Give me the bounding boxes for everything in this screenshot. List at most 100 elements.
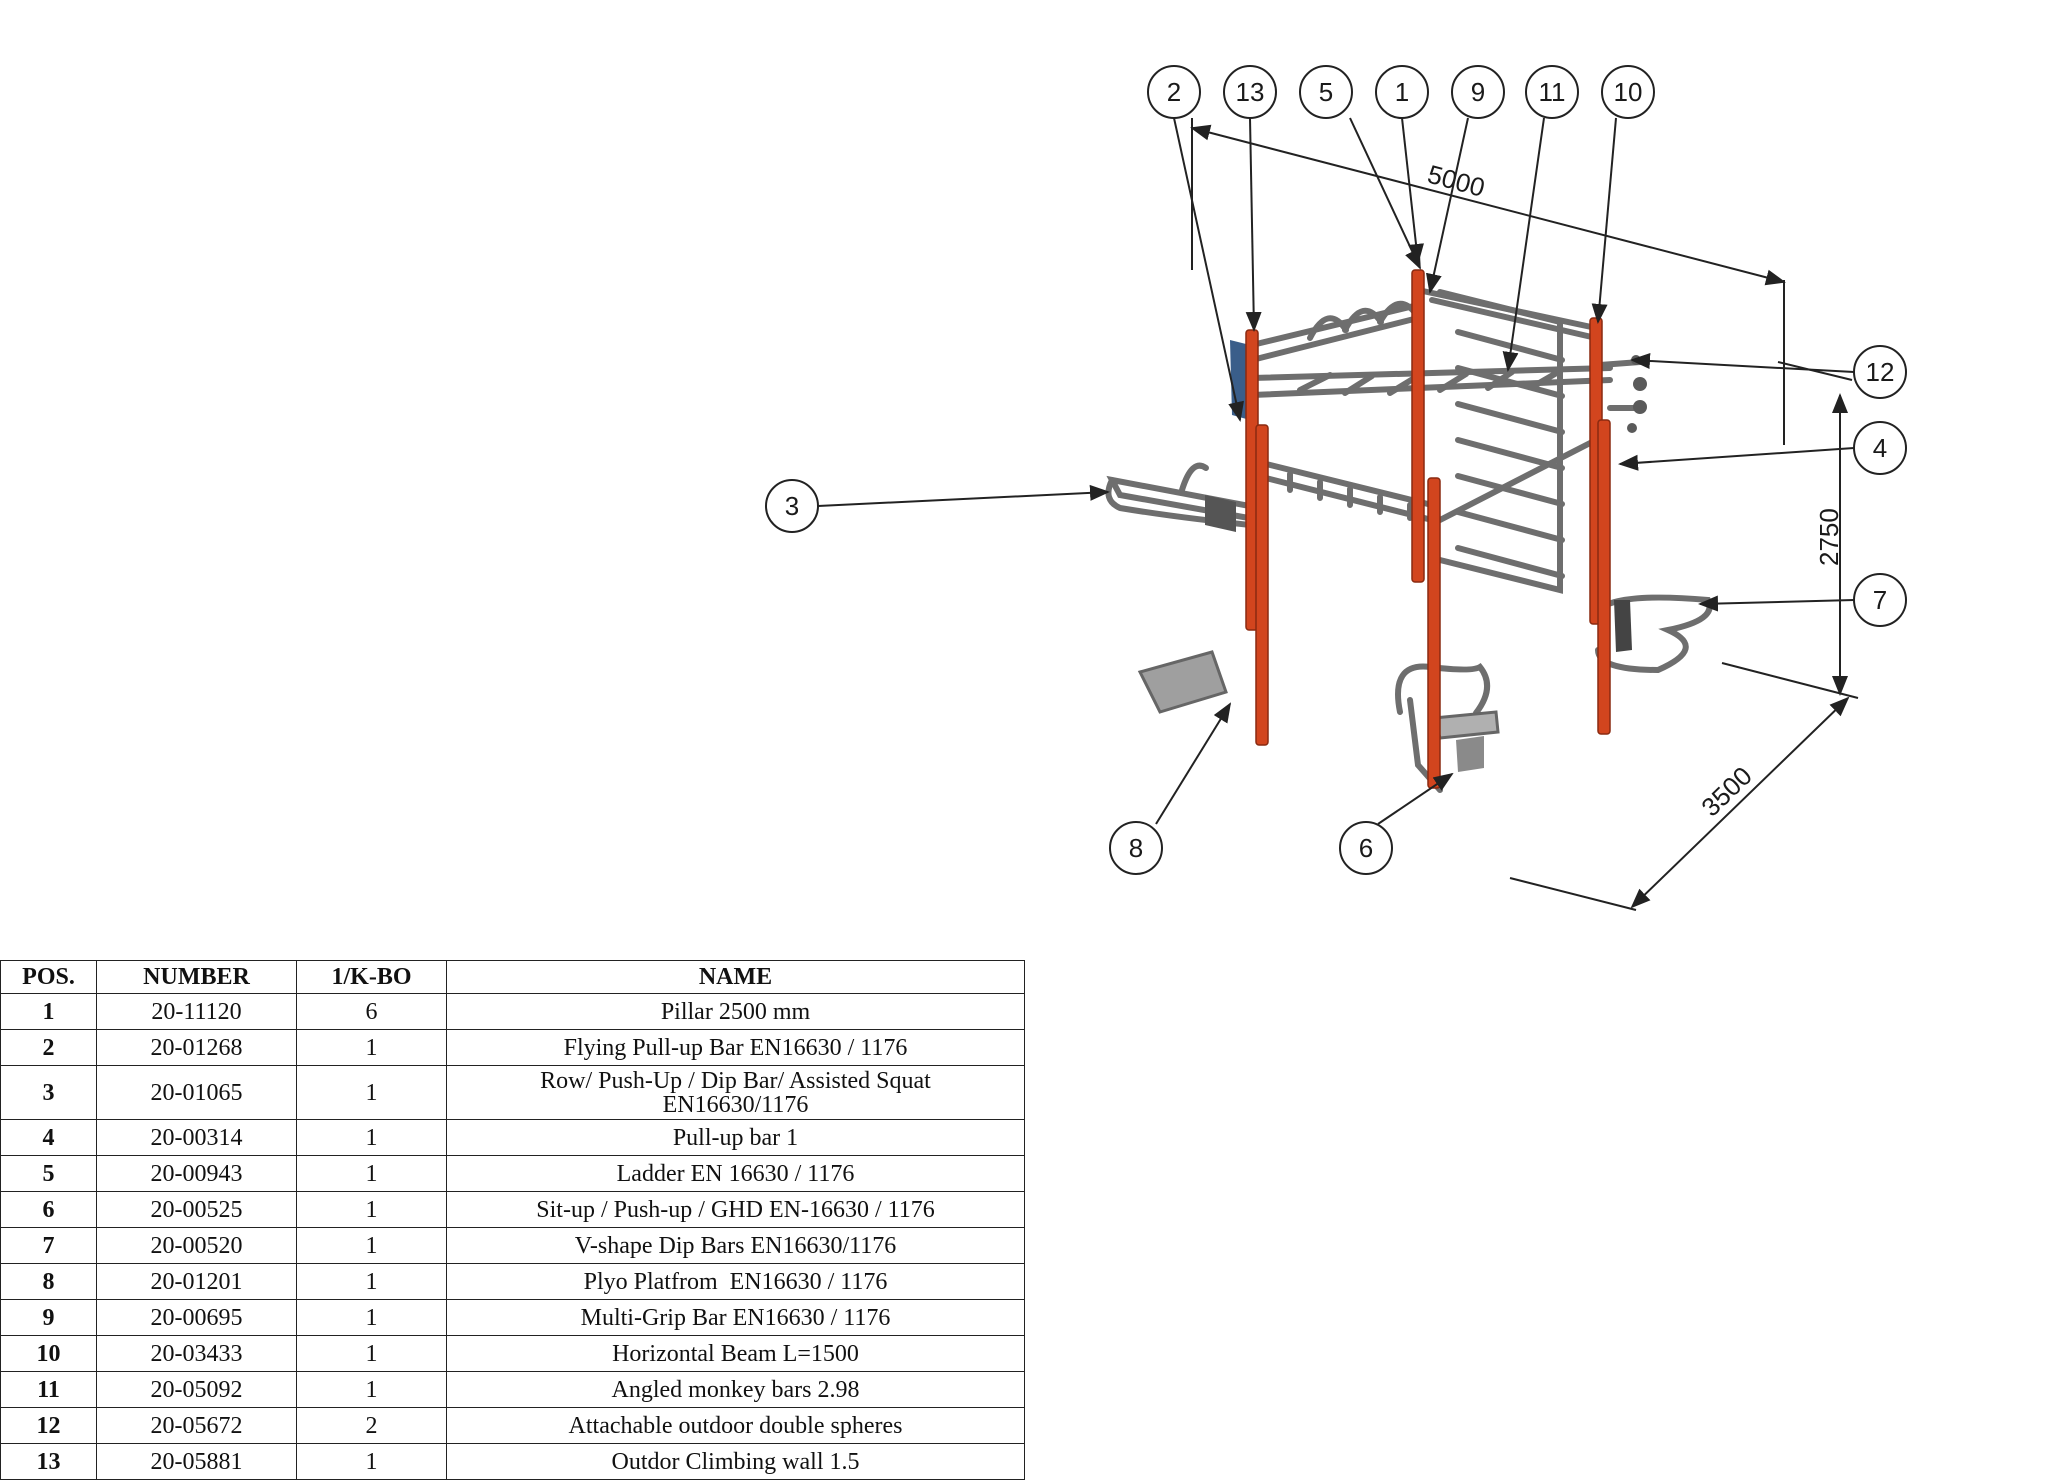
double-spheres (1627, 355, 1647, 433)
callout-13-label: 13 (1236, 77, 1265, 107)
cell-number: 20-01065 (96, 1065, 297, 1120)
table-header-row: POS. NUMBER 1/K-BO NAME (0, 960, 1025, 994)
cell-qty: 1 (296, 1191, 447, 1228)
cell-number: 20-00520 (96, 1227, 297, 1264)
callout-1: 1 (1375, 65, 1429, 119)
callout-5-label: 5 (1319, 77, 1333, 107)
pads (1137, 340, 1632, 772)
callout-8-label: 8 (1129, 833, 1143, 863)
cell-name: Multi-Grip Bar EN16630 / 1176 (446, 1299, 1025, 1336)
callout-7: 7 (1853, 573, 1907, 627)
cell-name: V-shape Dip Bars EN16630/1176 (446, 1227, 1025, 1264)
dimension-lines (1190, 118, 1859, 911)
cell-pos: 8 (0, 1263, 97, 1300)
cell-qty: 1 (296, 1299, 447, 1336)
callout-9-label: 9 (1471, 77, 1485, 107)
cell-pos: 13 (0, 1443, 97, 1480)
callout-1-label: 1 (1395, 77, 1409, 107)
cell-name: Horizontal Beam L=1500 (446, 1335, 1025, 1372)
cell-qty: 6 (296, 993, 447, 1030)
cell-qty: 1 (296, 1155, 447, 1192)
cell-name: Pillar 2500 mm (446, 993, 1025, 1030)
leader-lines (817, 117, 1855, 825)
callout-12: 12 (1853, 345, 1907, 399)
cell-number: 20-05672 (96, 1407, 297, 1444)
cell-name: Row/ Push-Up / Dip Bar/ Assisted Squat E… (446, 1065, 1025, 1120)
dim-depth-label: 3500 (1695, 761, 1757, 823)
cell-pos: 9 (0, 1299, 97, 1336)
cell-qty: 1 (296, 1443, 447, 1480)
pillars (1245, 269, 1611, 789)
callout-9: 9 (1451, 65, 1505, 119)
cell-number: 20-00943 (96, 1155, 297, 1192)
cell-number: 20-00525 (96, 1191, 297, 1228)
cell-number: 20-01201 (96, 1263, 297, 1300)
cell-name: Angled monkey bars 2.98 (446, 1371, 1025, 1408)
cell-number: 20-00314 (96, 1119, 297, 1156)
cell-qty: 1 (296, 1119, 447, 1156)
callout-11: 11 (1525, 65, 1579, 119)
cell-pos: 12 (0, 1407, 97, 1444)
callout-10: 10 (1601, 65, 1655, 119)
cell-name: Outdor Climbing wall 1.5 (446, 1443, 1025, 1480)
dim-width-label: 5000 (1424, 159, 1488, 203)
callout-10-label: 10 (1614, 77, 1643, 107)
cell-qty: 1 (296, 1263, 447, 1300)
callout-13: 13 (1223, 65, 1277, 119)
cell-qty: 1 (296, 1029, 447, 1066)
header-name: NAME (446, 960, 1025, 994)
callout-6-label: 6 (1359, 833, 1373, 863)
cell-number: 20-03433 (96, 1335, 297, 1372)
cell-name: Flying Pull-up Bar EN16630 / 1176 (446, 1029, 1025, 1066)
cell-qty: 1 (296, 1227, 447, 1264)
callout-11-label: 11 (1539, 77, 1566, 107)
cell-pos: 11 (0, 1371, 97, 1408)
callout-2: 2 (1147, 65, 1201, 119)
cell-pos: 1 (0, 993, 97, 1030)
callout-6: 6 (1339, 821, 1393, 875)
cell-pos: 2 (0, 1029, 97, 1066)
cell-qty: 1 (296, 1065, 447, 1120)
cell-number: 20-01268 (96, 1029, 297, 1066)
assembly-drawing: 5000 2750 3500 2 13 5 1 9 11 10 12 4 3 7… (765, 65, 1907, 911)
callout-12-label: 12 (1866, 357, 1895, 387)
callout-4-label: 4 (1873, 433, 1887, 463)
callout-5: 5 (1299, 65, 1353, 119)
callout-bubbles: 2 13 5 1 9 11 10 12 4 3 7 8 6 (765, 65, 1907, 875)
callout-7-label: 7 (1873, 585, 1887, 615)
cell-name: Sit-up / Push-up / GHD EN-16630 / 1176 (446, 1191, 1025, 1228)
cell-number: 20-00695 (96, 1299, 297, 1336)
dim-height-label: 2750 (1814, 508, 1844, 566)
cell-number: 20-05881 (96, 1443, 297, 1480)
cell-number: 20-05092 (96, 1371, 297, 1408)
cell-pos: 7 (0, 1227, 97, 1264)
cell-name: Pull-up bar 1 (446, 1119, 1025, 1156)
callout-3: 3 (765, 479, 819, 533)
header-number: NUMBER (96, 960, 297, 994)
cell-pos: 3 (0, 1065, 97, 1120)
header-pos: POS. (0, 960, 97, 994)
cell-pos: 6 (0, 1191, 97, 1228)
cell-number: 20-11120 (96, 993, 297, 1030)
cell-name: Plyo Platfrom EN16630 / 1176 (446, 1263, 1025, 1300)
cell-qty: 1 (296, 1335, 447, 1372)
callout-8: 8 (1109, 821, 1163, 875)
cell-name: Ladder EN 16630 / 1176 (446, 1155, 1025, 1192)
cell-qty: 2 (296, 1407, 447, 1444)
cell-name: Attachable outdoor double spheres (446, 1407, 1025, 1444)
cell-pos: 5 (0, 1155, 97, 1192)
assembly-drawing-svg: 5000 2750 3500 2 13 5 1 9 11 10 12 4 3 7… (765, 65, 1907, 911)
